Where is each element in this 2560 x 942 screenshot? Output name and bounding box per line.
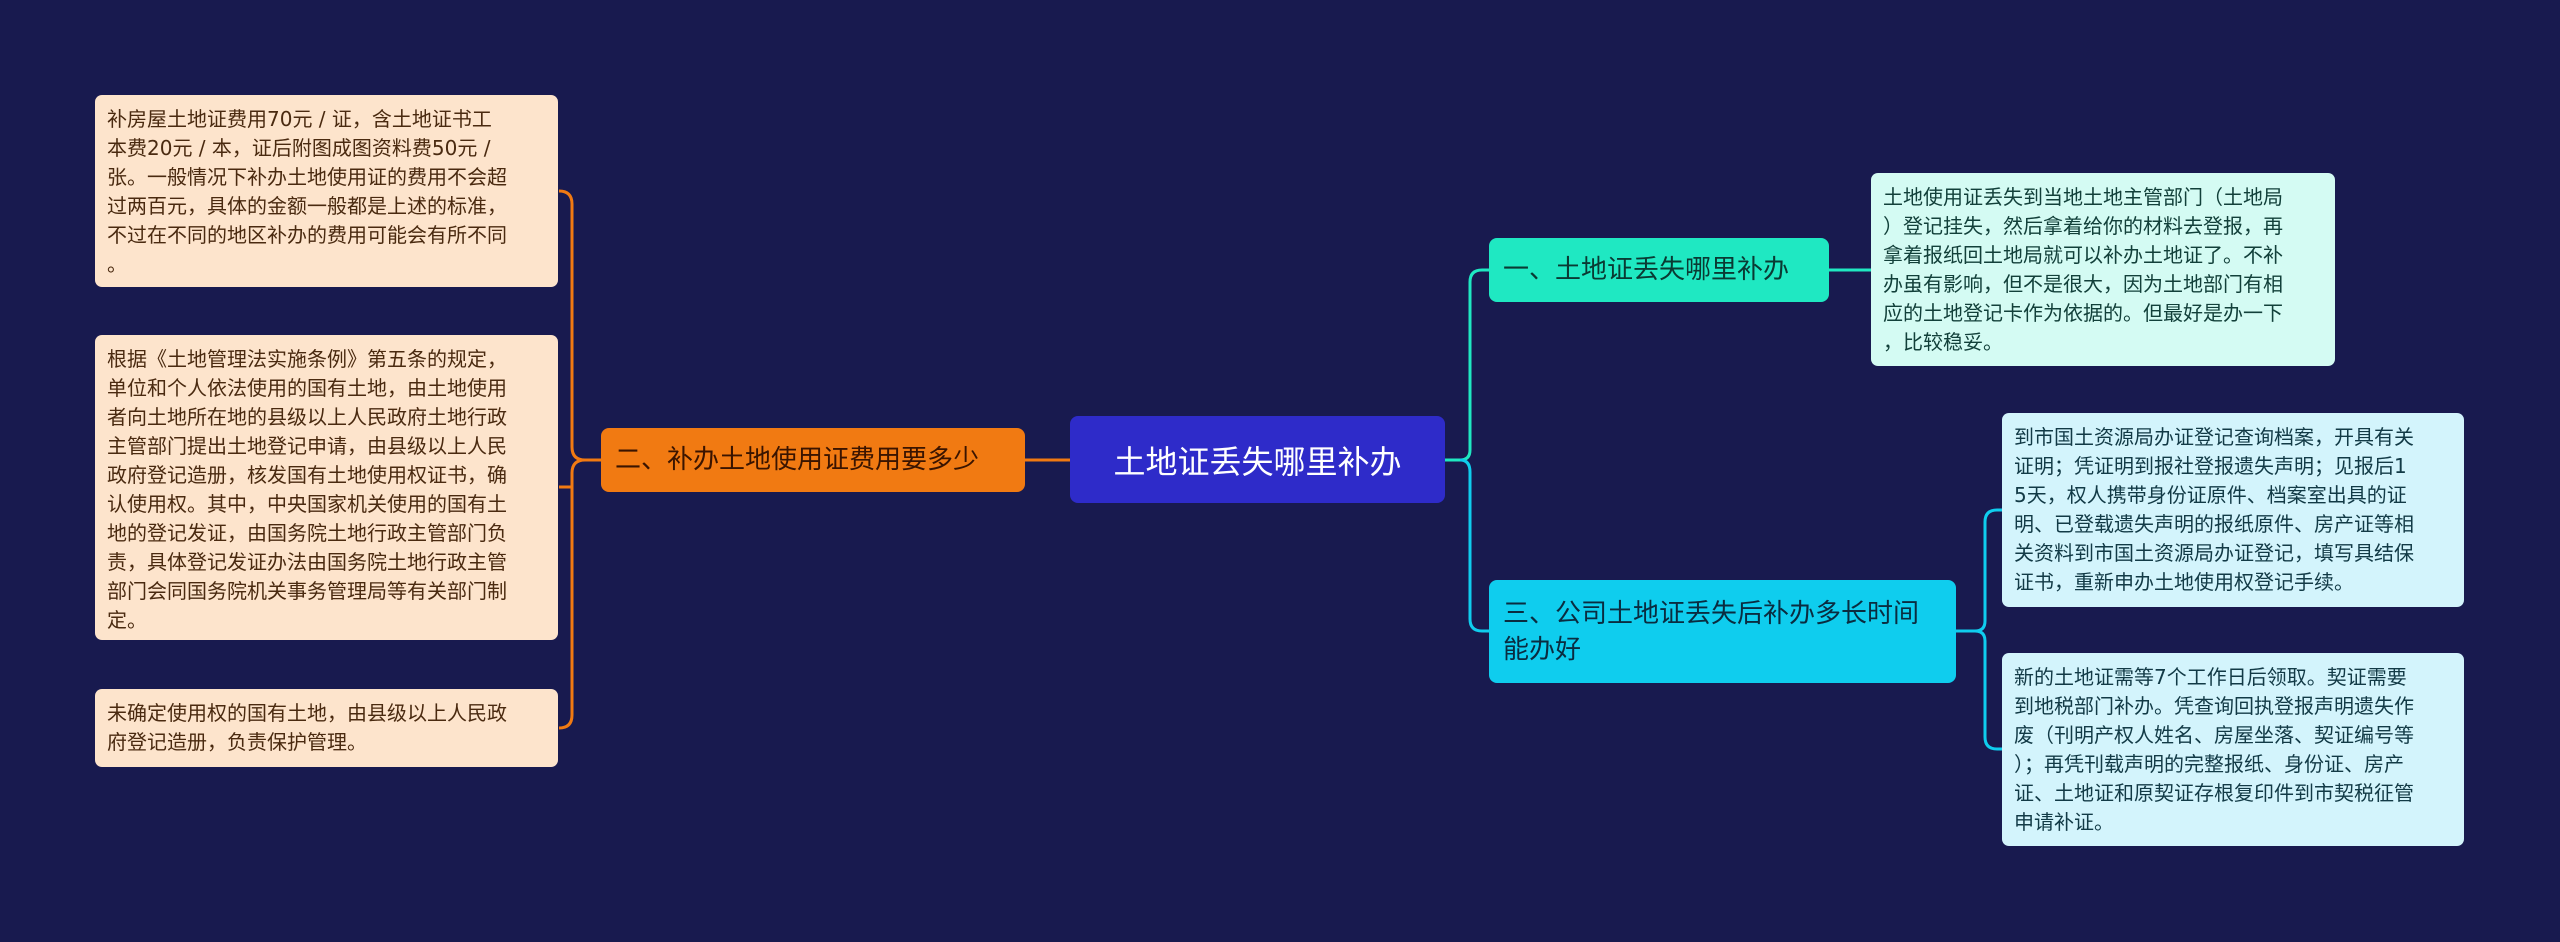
central-topic[interactable]: 土地证丢失哪里补办	[1070, 416, 1445, 503]
branch-where[interactable]: 一、土地证丢失哪里补办	[1489, 238, 1829, 302]
leaf-cost-standard[interactable]: 补房屋土地证费用70元 / 证，含土地证书工 本费20元 / 本，证后附图成图资…	[95, 95, 558, 287]
link-branch2-leaf3	[558, 473, 574, 730]
branch-duration-label: 三、公司土地证丢失后补办多长时间能办好	[1503, 598, 1920, 665]
branch-where-label: 一、土地证丢失哪里补办	[1503, 255, 1790, 285]
branch-cost[interactable]: 二、补办土地使用证费用要多少	[601, 428, 1025, 492]
link-branch2-leaf1	[558, 189, 601, 462]
leaf-duration-procedure[interactable]: 到市国土资源局办证登记查询档案，开具有关 证明；凭证明到报社登报遗失声明；见报后…	[2002, 413, 2464, 607]
central-topic-label: 土地证丢失哪里补办	[1113, 442, 1402, 481]
link-branch3-leaves	[1956, 508, 2002, 751]
leaf-cost-unassigned[interactable]: 未确定使用权的国有土地，由县级以上人民政 府登记造册，负责保护管理。	[95, 689, 558, 767]
branch-duration[interactable]: 三、公司土地证丢失后补办多长时间能办好	[1489, 580, 1956, 683]
leaf-where-detail[interactable]: 土地使用证丢失到当地土地主管部门（土地局 ）登记挂失，然后拿着给你的材料去登报，…	[1871, 173, 2335, 366]
leaf-duration-deed[interactable]: 新的土地证需等7个工作日后领取。契证需要 到地税部门补办。凭查询回执登报声明遗失…	[2002, 653, 2464, 846]
link-center-branch3	[1459, 458, 1489, 633]
branch-cost-label: 二、补办土地使用证费用要多少	[615, 445, 980, 475]
link-center-branch1	[1445, 268, 1489, 462]
leaf-cost-regulation[interactable]: 根据《土地管理法实施条例》第五条的规定， 单位和个人依法使用的国有土地，由土地使…	[95, 335, 558, 640]
